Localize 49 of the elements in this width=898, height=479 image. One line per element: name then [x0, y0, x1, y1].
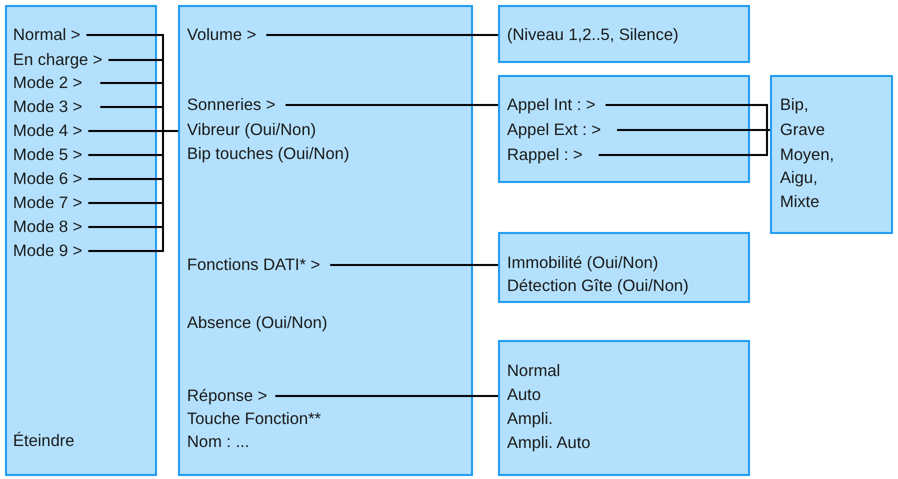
menu-panel	[498, 5, 750, 63]
connector-line	[88, 130, 178, 252]
menu-option-text: Aigu,	[780, 168, 818, 188]
menu-item-text: Mode 6 >	[13, 169, 82, 189]
menu-item-text: Appel Int : >	[507, 95, 596, 115]
menu-option-text: Touche Fonction**	[187, 409, 321, 429]
connector-line	[598, 129, 770, 156]
menu-item-text: Volume >	[187, 25, 256, 45]
menu-item-text: Mode 8 >	[13, 217, 82, 237]
menu-panel	[498, 340, 750, 476]
menu-item-text: Mode 9 >	[13, 241, 82, 261]
menu-option-text: Bip touches (Oui/Non)	[187, 144, 350, 164]
connector-line	[606, 104, 770, 131]
menu-option-text: Immobilité (Oui/Non)	[507, 253, 658, 273]
menu-item-text: Mode 7 >	[13, 193, 82, 213]
menu-item-text: Mode 2 >	[13, 73, 82, 93]
menu-option-text: Nom : ...	[187, 432, 250, 452]
menu-item-text: En charge >	[13, 50, 102, 70]
menu-panel	[498, 75, 750, 183]
menu-option-text: (Niveau 1,2..5, Silence)	[507, 25, 679, 45]
menu-item-text: Mode 4 >	[13, 121, 82, 141]
menu-option-text: Ampli. Auto	[507, 433, 590, 453]
menu-item-text: Sonneries >	[187, 95, 276, 115]
menu-option-text: Normal	[507, 361, 560, 381]
connector-line	[266, 34, 498, 36]
menu-option-text: Mixte	[780, 192, 820, 212]
menu-option-text: Bip,	[780, 95, 808, 115]
menu-option-text: Vibreur (Oui/Non)	[187, 120, 316, 140]
menu-item-text: Appel Ext : >	[507, 120, 602, 140]
menu-option-text: Éteindre	[13, 431, 74, 451]
menu-option-text: Moyen,	[780, 145, 834, 165]
menu-item-text: Mode 5 >	[13, 145, 82, 165]
menu-item-text: Rappel : >	[507, 145, 583, 165]
connector-line	[286, 104, 498, 106]
menu-panel	[5, 5, 157, 476]
connector-line	[275, 395, 498, 397]
menu-panel	[498, 232, 750, 303]
menu-item-text: Normal >	[13, 25, 80, 45]
connector-line	[330, 264, 498, 266]
menu-item-text: Mode 3 >	[13, 97, 82, 117]
menu-option-text: Auto	[507, 385, 541, 405]
menu-panel	[178, 5, 473, 476]
menu-item-text: Fonctions DATI* >	[187, 255, 320, 275]
menu-panel	[770, 75, 893, 234]
menu-item-text: Réponse >	[187, 386, 268, 406]
menu-option-text: Détection Gîte (Oui/Non)	[507, 276, 689, 296]
menu-option-text: Ampli.	[507, 409, 553, 429]
menu-option-text: Grave	[780, 120, 825, 140]
menu-option-text: Absence (Oui/Non)	[187, 313, 328, 333]
